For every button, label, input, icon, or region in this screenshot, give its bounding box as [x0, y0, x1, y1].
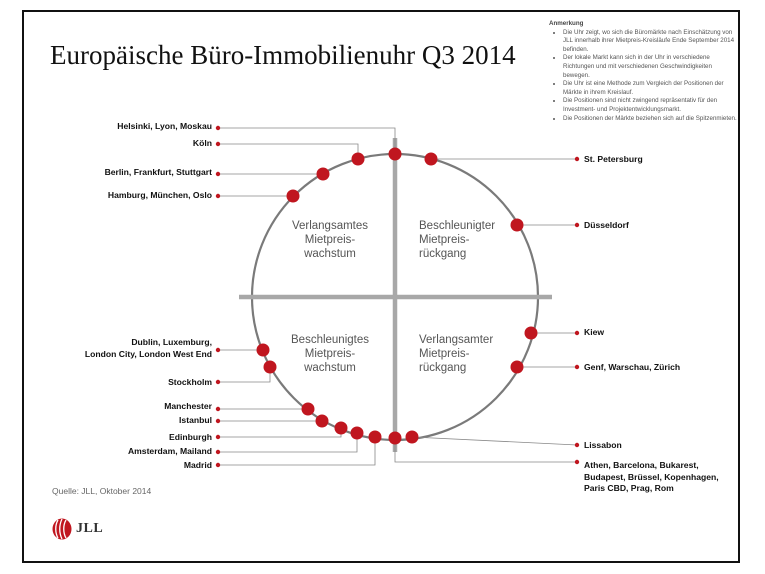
market-label-istanbul: Istanbul — [179, 415, 212, 425]
leader-line-athen — [394, 438, 577, 463]
note-item: Die Uhr zeigt, wo sich die Büromärkte na… — [563, 29, 739, 55]
market-label-athen: Athen, Barcelona, Bukarest, Budapest, Br… — [584, 460, 719, 493]
dot-st-petersburg — [424, 152, 438, 166]
dot-koeln — [351, 152, 365, 166]
jll-logo: JLL — [52, 518, 103, 540]
market-label-berlin: Berlin, Frankfurt, Stuttgart — [104, 167, 212, 177]
quadrant-bottom-right: Verlangsamter Mietpreis- rückgang — [419, 334, 494, 374]
market-label-helsinki: Helsinki, Lyon, Moskau — [117, 121, 212, 131]
note-item: Die Positionen sind nicht zwingend reprä… — [563, 97, 739, 114]
leader-end-stockholm — [215, 379, 221, 385]
leader-end-manchester — [215, 406, 221, 412]
market-label-stockholm: Stockholm — [168, 377, 212, 387]
leader-end-berlin — [215, 171, 221, 177]
market-label-genf: Genf, Warschau, Zürich — [584, 362, 681, 372]
dot-lissabon — [405, 430, 419, 444]
dot-dublin — [256, 343, 270, 357]
market-label-hamburg: Hamburg, München, Oslo — [107, 190, 212, 200]
jll-logo-icon — [52, 518, 72, 540]
leader-end-st-petersburg — [574, 156, 580, 162]
dot-genf — [510, 360, 524, 374]
dot-manchester — [301, 402, 315, 416]
leader-end-istanbul — [215, 418, 221, 424]
market-label-kiew: Kiew — [584, 327, 605, 337]
market-label-madrid: Madrid — [183, 460, 212, 470]
market-label-edinburgh: Edinburgh — [169, 432, 212, 442]
leader-line-madrid — [218, 437, 376, 466]
leader-end-athen — [574, 459, 580, 465]
dot-amsterdam — [350, 426, 364, 440]
dot-berlin — [316, 167, 330, 181]
leader-end-madrid — [215, 462, 221, 468]
leader-line-amsterdam — [218, 433, 358, 453]
market-label-koeln: Köln — [192, 138, 212, 148]
leader-end-helsinki — [215, 125, 221, 131]
leader-end-dublin — [215, 347, 221, 353]
market-dots — [256, 147, 538, 445]
leader-end-amsterdam — [215, 449, 221, 455]
jll-logo-text: JLL — [76, 521, 104, 536]
source-note: Quelle: JLL, Oktober 2014 — [52, 486, 152, 496]
note-list: Die Uhr zeigt, wo sich die Büromärkte na… — [549, 29, 739, 124]
page-title: Europäische Büro-Immobilienuhr Q3 2014 — [50, 40, 516, 70]
slide-frame — [22, 10, 740, 563]
dot-athen — [388, 431, 402, 445]
leader-line-koeln — [218, 143, 359, 159]
note-item: Die Positionen der Märkte beziehen sich … — [563, 115, 739, 124]
market-label-lissabon: Lissabon — [584, 440, 622, 450]
leader-end-duesseldorf — [574, 222, 580, 228]
market-label-dublin: Dublin, Luxemburg, London City, London W… — [84, 337, 212, 359]
dot-stockholm — [263, 360, 277, 374]
leader-end-koeln — [215, 141, 221, 147]
market-label-st-petersburg: St. Petersburg — [584, 154, 643, 164]
dot-madrid — [368, 430, 382, 444]
note-box: Anmerkung Die Uhr zeigt, wo sich die Bür… — [549, 20, 739, 123]
dot-kiew — [524, 326, 538, 340]
dot-duesseldorf — [510, 218, 524, 232]
note-item: Die Uhr ist eine Methode zum Vergleich d… — [563, 80, 739, 97]
quadrant-top-right: Beschleunigter Mietpreis- rückgang — [419, 220, 496, 260]
leader-line-helsinki — [218, 127, 396, 154]
leader-end-genf — [574, 364, 580, 370]
market-label-amsterdam: Amsterdam, Mailand — [127, 446, 212, 456]
leader-end-lissabon — [574, 442, 580, 448]
quadrant-bottom-left: Beschleunigtes Mietpreis- wachstum — [291, 334, 369, 374]
dot-helsinki — [388, 147, 402, 161]
leader-end-edinburgh — [215, 434, 221, 440]
leader-line-lissabon — [411, 436, 578, 446]
leader-line-edinburgh — [218, 428, 342, 438]
quadrant-top-left: Verlangsamtes Mietpreis- wachstum — [291, 220, 369, 260]
market-label-duesseldorf: Düsseldorf — [584, 220, 629, 230]
dot-edinburgh — [334, 421, 348, 435]
leader-line-stockholm — [218, 367, 271, 383]
leader-end-kiew — [574, 330, 580, 336]
dot-hamburg — [286, 189, 300, 203]
leader-end-hamburg — [215, 193, 221, 199]
note-heading: Anmerkung — [549, 20, 584, 27]
dot-istanbul — [315, 414, 329, 428]
note-item: Der lokale Markt kann sich in der Uhr in… — [563, 54, 739, 80]
market-label-manchester: Manchester — [164, 401, 212, 411]
